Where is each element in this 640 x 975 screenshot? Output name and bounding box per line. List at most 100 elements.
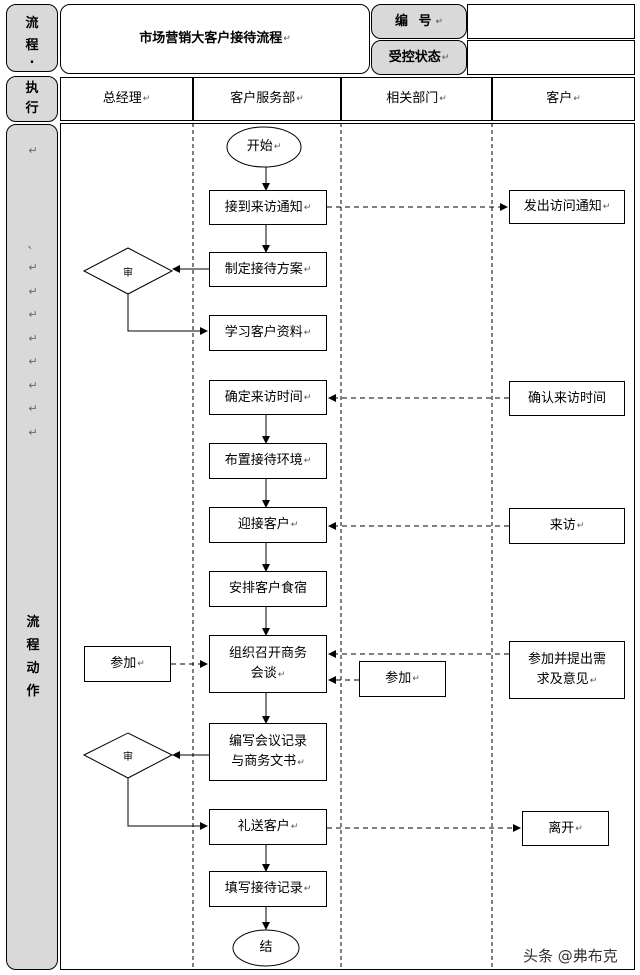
step-see-off-label: 礼送客户 [237,819,290,834]
step-study-info-label: 学习客户资料 [224,325,303,340]
approve-node-1: 审 [108,262,148,280]
return-mark: ↵ [296,94,304,104]
column-header-gm: 总经理↵ [60,77,193,121]
step-prepare-env: 布置接待环境↵ [209,443,327,479]
column-header-service-label: 客户服务部 [230,91,296,106]
return-mark: ↵ [412,674,420,684]
step-study-info: 学习客户资料↵ [209,315,327,351]
side-label-char-3: 动 [26,661,40,676]
side-mark: ↵ [28,331,38,345]
approve-label-2: 审 [123,751,133,763]
start-label: 开始 [246,139,273,154]
step-arrange-meals: 安排客户食宿 [209,571,327,607]
step-fill-record-label: 填写接待记录 [224,881,303,896]
return-mark: ↵ [303,884,312,894]
column-header-dept-label: 相关部门 [386,91,439,106]
watermark: 头条 @弗布克 [523,945,618,966]
step-confirm-time-label: 确定来访时间 [224,389,303,405]
return-mark: ↵ [303,456,312,466]
client-leave: 离开↵ [522,811,609,846]
return-mark: ↵ [303,264,312,275]
client-issue-notice-label: 发出访问通知 [523,199,602,214]
return-mark: ↵ [273,142,282,152]
start-ellipse [226,126,302,168]
return-mark: ↵ [277,669,286,680]
return-mark: ↵ [435,16,444,27]
side-label-char-1: 流 [26,615,40,630]
return-mark: ↵ [575,823,583,834]
step-business-meeting: 组织召开商务 会谈↵ [209,635,327,693]
title-cell: 市场营销大客户接待流程↵ [60,4,370,74]
return-mark: ↵ [439,94,447,104]
step-receive-notice-label: 接到来访通知 [224,199,303,215]
step-greet-client-label: 迎接客户 [237,517,290,532]
flow-label-char-1: 流 [25,16,39,31]
return-mark: ↵ [303,202,312,213]
step-fill-record: 填写接待记录↵ [209,871,327,907]
step-make-plan: 制定接待方案↵ [209,252,327,287]
column-header-gm-label: 总经理 [102,91,142,106]
approve-label-1: 审 [123,267,133,279]
flow-label-char-2: 程 [25,38,39,53]
step-see-off: 礼送客户↵ [209,809,327,845]
column-header-service: 客户服务部↵ [193,77,341,121]
client-visit-label: 来访 [549,518,576,533]
client-confirm-time: 确认来访时间 [509,381,625,416]
code-value-cell [467,4,635,39]
end-ellipse [232,929,300,967]
client-feedback: 参加并提出需 求及意见↵ [509,641,625,699]
page-title: 市场营销大客户接待流程 [139,31,283,46]
client-confirm-time-label: 确认来访时间 [527,390,606,406]
end-node: 结 [233,930,299,966]
status-label-cell: 受控状态↵ [371,40,467,75]
return-mark: ↵ [142,94,151,104]
approve-node-2: 审 [108,746,148,764]
step-business-meeting-line-2: 会谈 [250,665,277,681]
client-visit: 来访↵ [509,508,625,544]
flow-area [60,123,635,970]
return-mark: ↵ [576,521,585,531]
dept-attend: 参加↵ [359,661,446,697]
column-header-dept: 相关部门↵ [341,77,492,121]
step-arrange-meals-label: 安排客户食宿 [228,581,307,596]
client-feedback-line-1: 参加并提出需 [527,651,606,667]
side-label-cell: ↵ 、 ↵ ↵ ↵ ↵ ↵ ↵ ↵ ↵ 流 程 动 作 [6,124,58,970]
return-mark: ↵ [297,757,305,768]
dept-attend-label: 参加 [385,671,412,686]
gm-attend: 参加↵ [84,646,171,682]
column-header-client: 客户↵ [492,77,635,121]
return-mark: ↵ [137,659,145,669]
start-node: 开始↵ [227,127,301,167]
side-mark: ↵ [28,284,38,298]
side-label-char-4: 作 [26,684,40,699]
step-write-minutes: 编写会议记录 与商务文书↵ [209,723,327,781]
return-mark: ↵ [573,94,581,104]
return-mark: ↵ [602,202,611,212]
side-mark: ↵ [28,355,38,368]
column-header-client-label: 客户 [546,91,573,106]
client-leave-label: 离开 [548,820,575,836]
side-mark: ↵ [28,425,38,439]
code-label: 编 号 [394,13,435,29]
side-mark: ↵ [28,144,38,157]
gm-attend-label: 参加 [110,656,137,671]
step-write-minutes-line-1: 编写会议记录 [228,733,307,749]
client-feedback-line-2: 求及意见 [536,671,589,687]
flow-label-char-3: . [29,52,35,67]
exec-label-char-2: 行 [25,101,39,116]
return-mark: ↵ [303,392,312,403]
return-mark: ↵ [589,675,598,686]
watermark-text: 头条 @弗布克 [523,947,618,965]
client-issue-notice: 发出访问通知↵ [509,190,625,224]
end-label: 结 [259,940,273,955]
side-mark: ↵ [28,378,38,392]
step-business-meeting-line-1: 组织召开商务 [228,645,307,661]
step-prepare-env-label: 布置接待环境 [224,453,303,468]
exec-label-char-1: 执 [25,81,39,96]
side-mark: ↵ [28,402,38,415]
return-mark: ↵ [283,34,291,44]
return-mark: ↵ [290,822,299,832]
side-label-char-2: 程 [26,638,40,653]
status-label: 受控状态 [388,49,441,65]
